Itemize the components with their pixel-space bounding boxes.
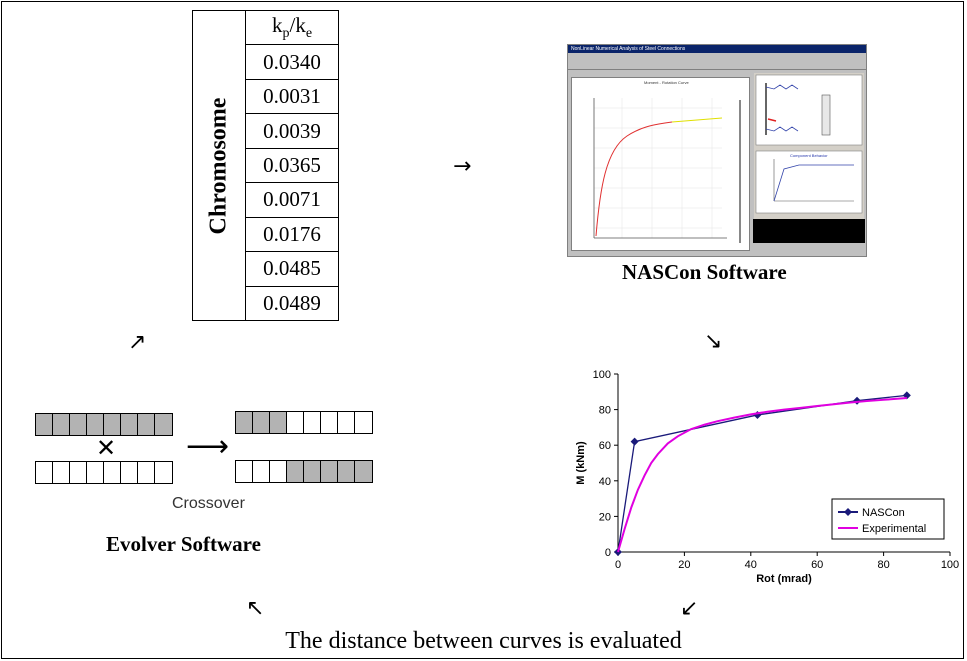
gene-cell	[70, 462, 87, 483]
y-tick-label: 100	[593, 369, 611, 381]
nascon-toolbar	[568, 59, 866, 70]
gene-cell	[155, 414, 172, 435]
chromosome-label: Chromosome	[205, 97, 232, 234]
nascon-component-caption: Component Behavior	[790, 153, 828, 158]
x-tick-label: 40	[745, 559, 757, 571]
gene-cell	[104, 414, 121, 435]
parent-chromosome-bottom	[35, 461, 173, 484]
gene-cell	[287, 412, 304, 433]
gene-cell	[338, 461, 355, 482]
arrow-right-icon: →	[453, 154, 472, 179]
gene-cell	[338, 412, 355, 433]
footer-caption: The distance between curves is evaluated	[285, 628, 682, 654]
gene-cell	[321, 461, 338, 482]
arrow-nw-icon: ↖	[246, 596, 265, 621]
crossover-arrow-icon: ⟶	[186, 429, 230, 464]
nascon-titlebar: NonLinear Numerical Analysis of Steel Co…	[568, 45, 866, 53]
arrow-ne-icon: ↗	[128, 330, 147, 355]
parent-chromosome-top	[35, 413, 173, 436]
gene-cell	[270, 461, 287, 482]
child-chromosome-bottom	[235, 460, 373, 483]
gene-cell	[138, 414, 155, 435]
x-axis-label: Rot (mrad)	[756, 573, 812, 585]
gene-cell	[355, 461, 372, 482]
chromosome-table: Chromosome kp/ke 0.0340 0.0031 0.0039 0.…	[192, 9, 339, 321]
gene-cell	[121, 414, 138, 435]
gene-cell	[270, 412, 287, 433]
gene-cell	[121, 462, 138, 483]
legend-marker	[844, 508, 852, 516]
x-tick-label: 0	[615, 559, 621, 571]
gene-cell	[321, 412, 338, 433]
chromosome-header: kp/ke	[245, 9, 339, 46]
y-tick-label: 20	[599, 511, 611, 523]
y-axis-label: M (kNm)	[575, 441, 587, 485]
gene-value: 0.0039	[245, 113, 339, 149]
gene-cell	[236, 461, 253, 482]
y-tick-label: 40	[599, 476, 611, 488]
gene-cell	[87, 462, 104, 483]
arrow-se-icon: ↘	[704, 329, 723, 354]
gene-value: 0.0489	[245, 285, 339, 321]
nascon-plot-panel: Moment - Rotation Curve	[571, 77, 750, 251]
y-tick-label: 0	[605, 547, 611, 559]
gene-cell	[253, 412, 270, 433]
nascon-title: NASCon Software	[622, 260, 787, 284]
gene-cell	[304, 412, 321, 433]
x-tick-label: 60	[811, 559, 823, 571]
gene-cell	[253, 461, 270, 482]
cross-icon: ✕	[96, 434, 117, 462]
chromosome-label-cell: Chromosome	[192, 10, 246, 321]
nascon-component-view	[753, 74, 865, 243]
gene-cell	[104, 462, 121, 483]
gene-value: 0.0340	[245, 44, 339, 80]
nascon-screenshot: NonLinear Numerical Analysis of Steel Co…	[567, 44, 867, 257]
x-tick-label: 100	[941, 559, 959, 571]
legend-label: Experimental	[862, 523, 926, 535]
y-tick-label: 80	[599, 405, 611, 417]
arrow-sw-icon: ↙	[680, 596, 699, 621]
series-line-experimental	[617, 397, 907, 553]
gene-cell	[53, 462, 70, 483]
gene-value: 0.0485	[245, 251, 339, 287]
gene-cell	[355, 412, 372, 433]
evolver-title: Evolver Software	[106, 532, 261, 556]
y-tick-label: 60	[599, 440, 611, 452]
gene-cell	[287, 461, 304, 482]
gene-cell	[53, 414, 70, 435]
gene-cell	[36, 414, 53, 435]
gene-cell	[36, 462, 53, 483]
gene-cell	[155, 462, 172, 483]
gene-cell	[87, 414, 104, 435]
child-chromosome-top	[235, 411, 373, 434]
legend-label: NASCon	[862, 507, 905, 519]
gene-value: 0.0365	[245, 147, 339, 184]
gene-cell	[70, 414, 87, 435]
gene-value: 0.0071	[245, 182, 339, 218]
data-point	[902, 391, 911, 400]
x-tick-label: 80	[877, 559, 889, 571]
nascon-right-panel: Component Behavior	[753, 73, 865, 243]
gene-cell	[236, 412, 253, 433]
nascon-plot	[593, 98, 741, 243]
crossover-label: Crossover	[172, 495, 245, 512]
gene-cell	[304, 461, 321, 482]
gene-value: 0.0176	[245, 216, 339, 253]
gene-value: 0.0031	[245, 78, 339, 115]
data-point	[630, 437, 639, 446]
gene-cell	[138, 462, 155, 483]
legend-box	[831, 498, 945, 540]
x-tick-label: 20	[678, 559, 690, 571]
nascon-plot-caption: Moment - Rotation Curve	[644, 80, 689, 85]
